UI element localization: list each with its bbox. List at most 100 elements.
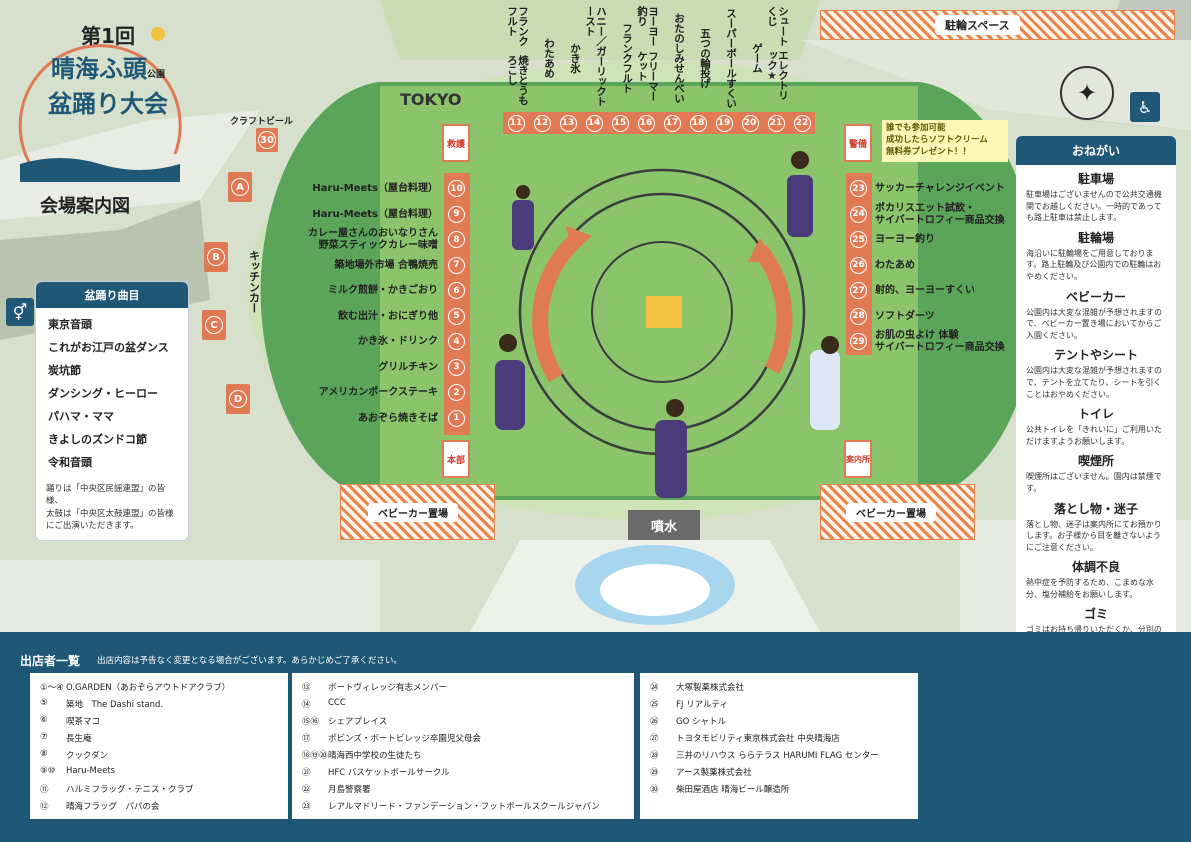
fountain-label: 噴水 — [628, 510, 700, 540]
left-stall-label: ミルク煎餅・かきごおり — [328, 285, 438, 296]
top-stall-label-line: かき氷 — [569, 43, 581, 73]
left-stall-number: 9 — [448, 205, 465, 223]
headquarters-box: 本部 — [442, 440, 470, 478]
left-stall-3: グリルチキン — [250, 355, 444, 381]
exhibitor-name: 柴田屋酒店 晴海ビール醸造所 — [676, 785, 790, 795]
left-stall-10: Haru-Meets（屋台料理） — [250, 176, 444, 202]
left-stall-label: Haru-Meets（屋台料理） — [312, 183, 438, 194]
stall-number-22: 22 — [793, 114, 811, 132]
exhibitor-number: ㉒ — [302, 785, 311, 795]
title-block: 第1回 晴海ふ頭公園 盆踊り大会 — [38, 20, 178, 119]
left-stall-2: アメリカンポークステーキ — [250, 380, 444, 406]
right-stall-number: 23 — [850, 180, 867, 197]
top-stall-label-18: 五つの輪投げ — [686, 6, 711, 110]
exhibitor-name: 晴海フラッグ パパの会 — [66, 802, 160, 812]
exhibitor-row: ㉙ アース製薬株式会社 — [650, 766, 908, 783]
exhibitor-name: トヨタモビリティ東京株式会社 中央晴海店 — [676, 734, 840, 744]
exhibitor-name: ボートヴィレッジ有志メンバー — [328, 683, 448, 693]
exhibitor-number: ⑪ — [40, 785, 49, 795]
right-stall-label: 射的、ヨーヨーすくい — [875, 285, 975, 296]
rule-title: ベビーカー — [1065, 289, 1126, 304]
exhibitor-name: アース製薬株式会社 — [676, 768, 752, 778]
right-stall-23: サッカーチャレンジイベント — [875, 176, 1035, 202]
left-stall-number: 2 — [448, 384, 465, 401]
songs-note: 踊りは「中央区民謡連盟」の皆様、 太鼓は「中央区太鼓連盟」の皆様 にご出演いただ… — [46, 484, 174, 531]
exhibitor-name: CCC — [328, 698, 346, 708]
exhibitor-note: 出店内容は予告なく変更となる場合がございます。あらかじめご了承ください。 — [97, 656, 402, 666]
top-stall-label-line: スーパーボールすくい — [725, 8, 737, 108]
compass-icon: ✦ — [1060, 66, 1114, 120]
exhibitor-name: 大塚製薬株式会社 — [676, 683, 745, 693]
stall-number-17: 17 — [663, 114, 681, 132]
exhibitor-row: ㉚ 柴田屋酒店 晴海ビール醸造所 — [650, 783, 908, 800]
song-item: きよしのズンドコ節 — [48, 433, 147, 446]
right-stall-label: ヨーヨー釣り — [875, 234, 935, 245]
exhibitor-name: 晴海西中学校の生徒たち — [328, 751, 422, 761]
top-stall-label-12: わたあめ — [530, 6, 555, 110]
restroom-icon-left: ⚥ — [6, 298, 34, 326]
exhibitor-heading: 出店者一覧 — [20, 654, 81, 668]
craft-beer-slot: 30 — [256, 128, 278, 152]
exhibitor-name: 築地 The Dashi stand. — [66, 700, 164, 710]
left-stall-number: 8 — [448, 231, 465, 248]
stall-number-14: 14 — [585, 114, 603, 132]
left-stall-label: カレー屋さんのおいなりさん 野菜スティックカレー味噌 — [308, 228, 438, 251]
stall-number-15: 15 — [611, 114, 629, 132]
exhibitor-name: ハルミフラッグ・テニス・クラブ — [66, 785, 194, 795]
left-stall-number: 6 — [448, 282, 465, 299]
exhibitor-name: FJ リアルティ — [676, 700, 729, 710]
rule-item: 駐輪場海沿いに駐輪場をご用意しております。路上駐輪及び公園内での駐輪はおやめくだ… — [1016, 229, 1176, 283]
song-item: ダンシング・ヒーロー — [48, 387, 158, 400]
rule-text: 海沿いに駐輪場をご用意しております。路上駐輪及び公園内での駐輪はおやめください。 — [1026, 248, 1162, 281]
top-stall-label-line: フリーマーケット — [635, 50, 659, 101]
right-stall-label: サッカーチャレンジイベント — [875, 183, 1005, 194]
rule-title: 駐車場 — [1077, 172, 1114, 186]
kitchen-slot-c: C — [202, 310, 226, 340]
left-stall-number: 10 — [448, 180, 465, 197]
right-stall-number: 27 — [850, 282, 867, 299]
exhibitor-number: ⑱⑲⑳ — [302, 751, 328, 761]
exhibitor-number: ⑥ — [40, 715, 48, 725]
left-stall-number: 4 — [448, 333, 465, 350]
stall-number-12: 12 — [533, 114, 551, 132]
song-item: 東京音頭 — [48, 318, 92, 331]
rule-title: 喫煙所 — [1077, 454, 1114, 469]
kitchen-slot-d: D — [226, 384, 250, 414]
stall-number-20: 20 — [741, 114, 759, 132]
top-stall-label-line: エレクトリック★ — [765, 50, 789, 101]
left-stall-number: 7 — [448, 256, 465, 274]
exhibitor-number: ㉚ — [650, 785, 659, 795]
top-stall-label-22 — [790, 6, 814, 110]
exhibitor-number: ㉕ — [650, 700, 659, 710]
top-stall-label-11: 焼きとうもろこしフランクフルト — [504, 6, 529, 110]
rule-title: テントやシート — [1053, 348, 1138, 363]
stall-number-11: 11 — [507, 114, 525, 132]
tokyo-label: TOKYO — [400, 90, 462, 109]
top-stall-label-15: フランクフルト — [608, 6, 633, 110]
right-stall-26: わたあめ — [875, 253, 1035, 279]
rule-item: 体調不良熱中症を予防するため、こまめな水分、塩分補給をお願いします。 — [1016, 558, 1176, 600]
left-stall-label: かき氷・ドリンク — [358, 336, 438, 347]
rule-item: 駐車場駐車場はございませんので公共交通機関でお越しください。一時的であっても路上… — [1016, 170, 1176, 224]
song-item: パハマ・ママ — [48, 410, 114, 423]
exhibitor-number: ⑮⑯ — [302, 717, 320, 727]
left-stall-4: かき氷・ドリンク — [250, 329, 444, 355]
rule-title: ゴミ — [1083, 607, 1108, 622]
left-stall-label: あおぞら焼きそば — [358, 412, 438, 424]
left-stall-label: Haru-Meets（屋台料理） — [312, 208, 438, 220]
exhibitor-number: ⑬ — [302, 683, 311, 693]
left-stall-8: カレー屋さんのおいなりさん 野菜スティックカレー味噌 — [250, 227, 444, 253]
rule-item: 喫煙所喫煙所はございません。園内は禁煙です。 — [1016, 452, 1176, 494]
exhibitor-number: ㉙ — [650, 768, 659, 778]
right-stall-label: お肌の虫よけ 体験 サイバートロフィー商品交換 — [875, 330, 1005, 353]
right-stall-number: 25 — [850, 231, 867, 248]
top-stall-label-line: 五つの輪投げ — [699, 28, 711, 88]
